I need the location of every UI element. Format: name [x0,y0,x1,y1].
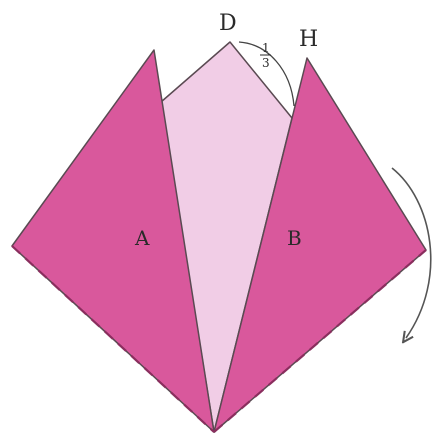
flap-label-b: B [287,226,302,250]
fraction-numerator: 1 [262,41,270,55]
flap-label-a: A [134,226,150,250]
rotate-arrow [391,167,432,338]
corner-label-d: D [219,11,237,36]
flap-a [11,49,215,433]
one-third-arc [238,41,295,107]
dashed-fold-left [11,245,215,433]
dashed-fold-right [213,249,427,433]
flap-b [213,57,427,433]
fraction-one-third: 1 3 [260,41,271,70]
fraction-denominator: 3 [262,56,270,70]
corner-label-h: H [299,27,318,52]
